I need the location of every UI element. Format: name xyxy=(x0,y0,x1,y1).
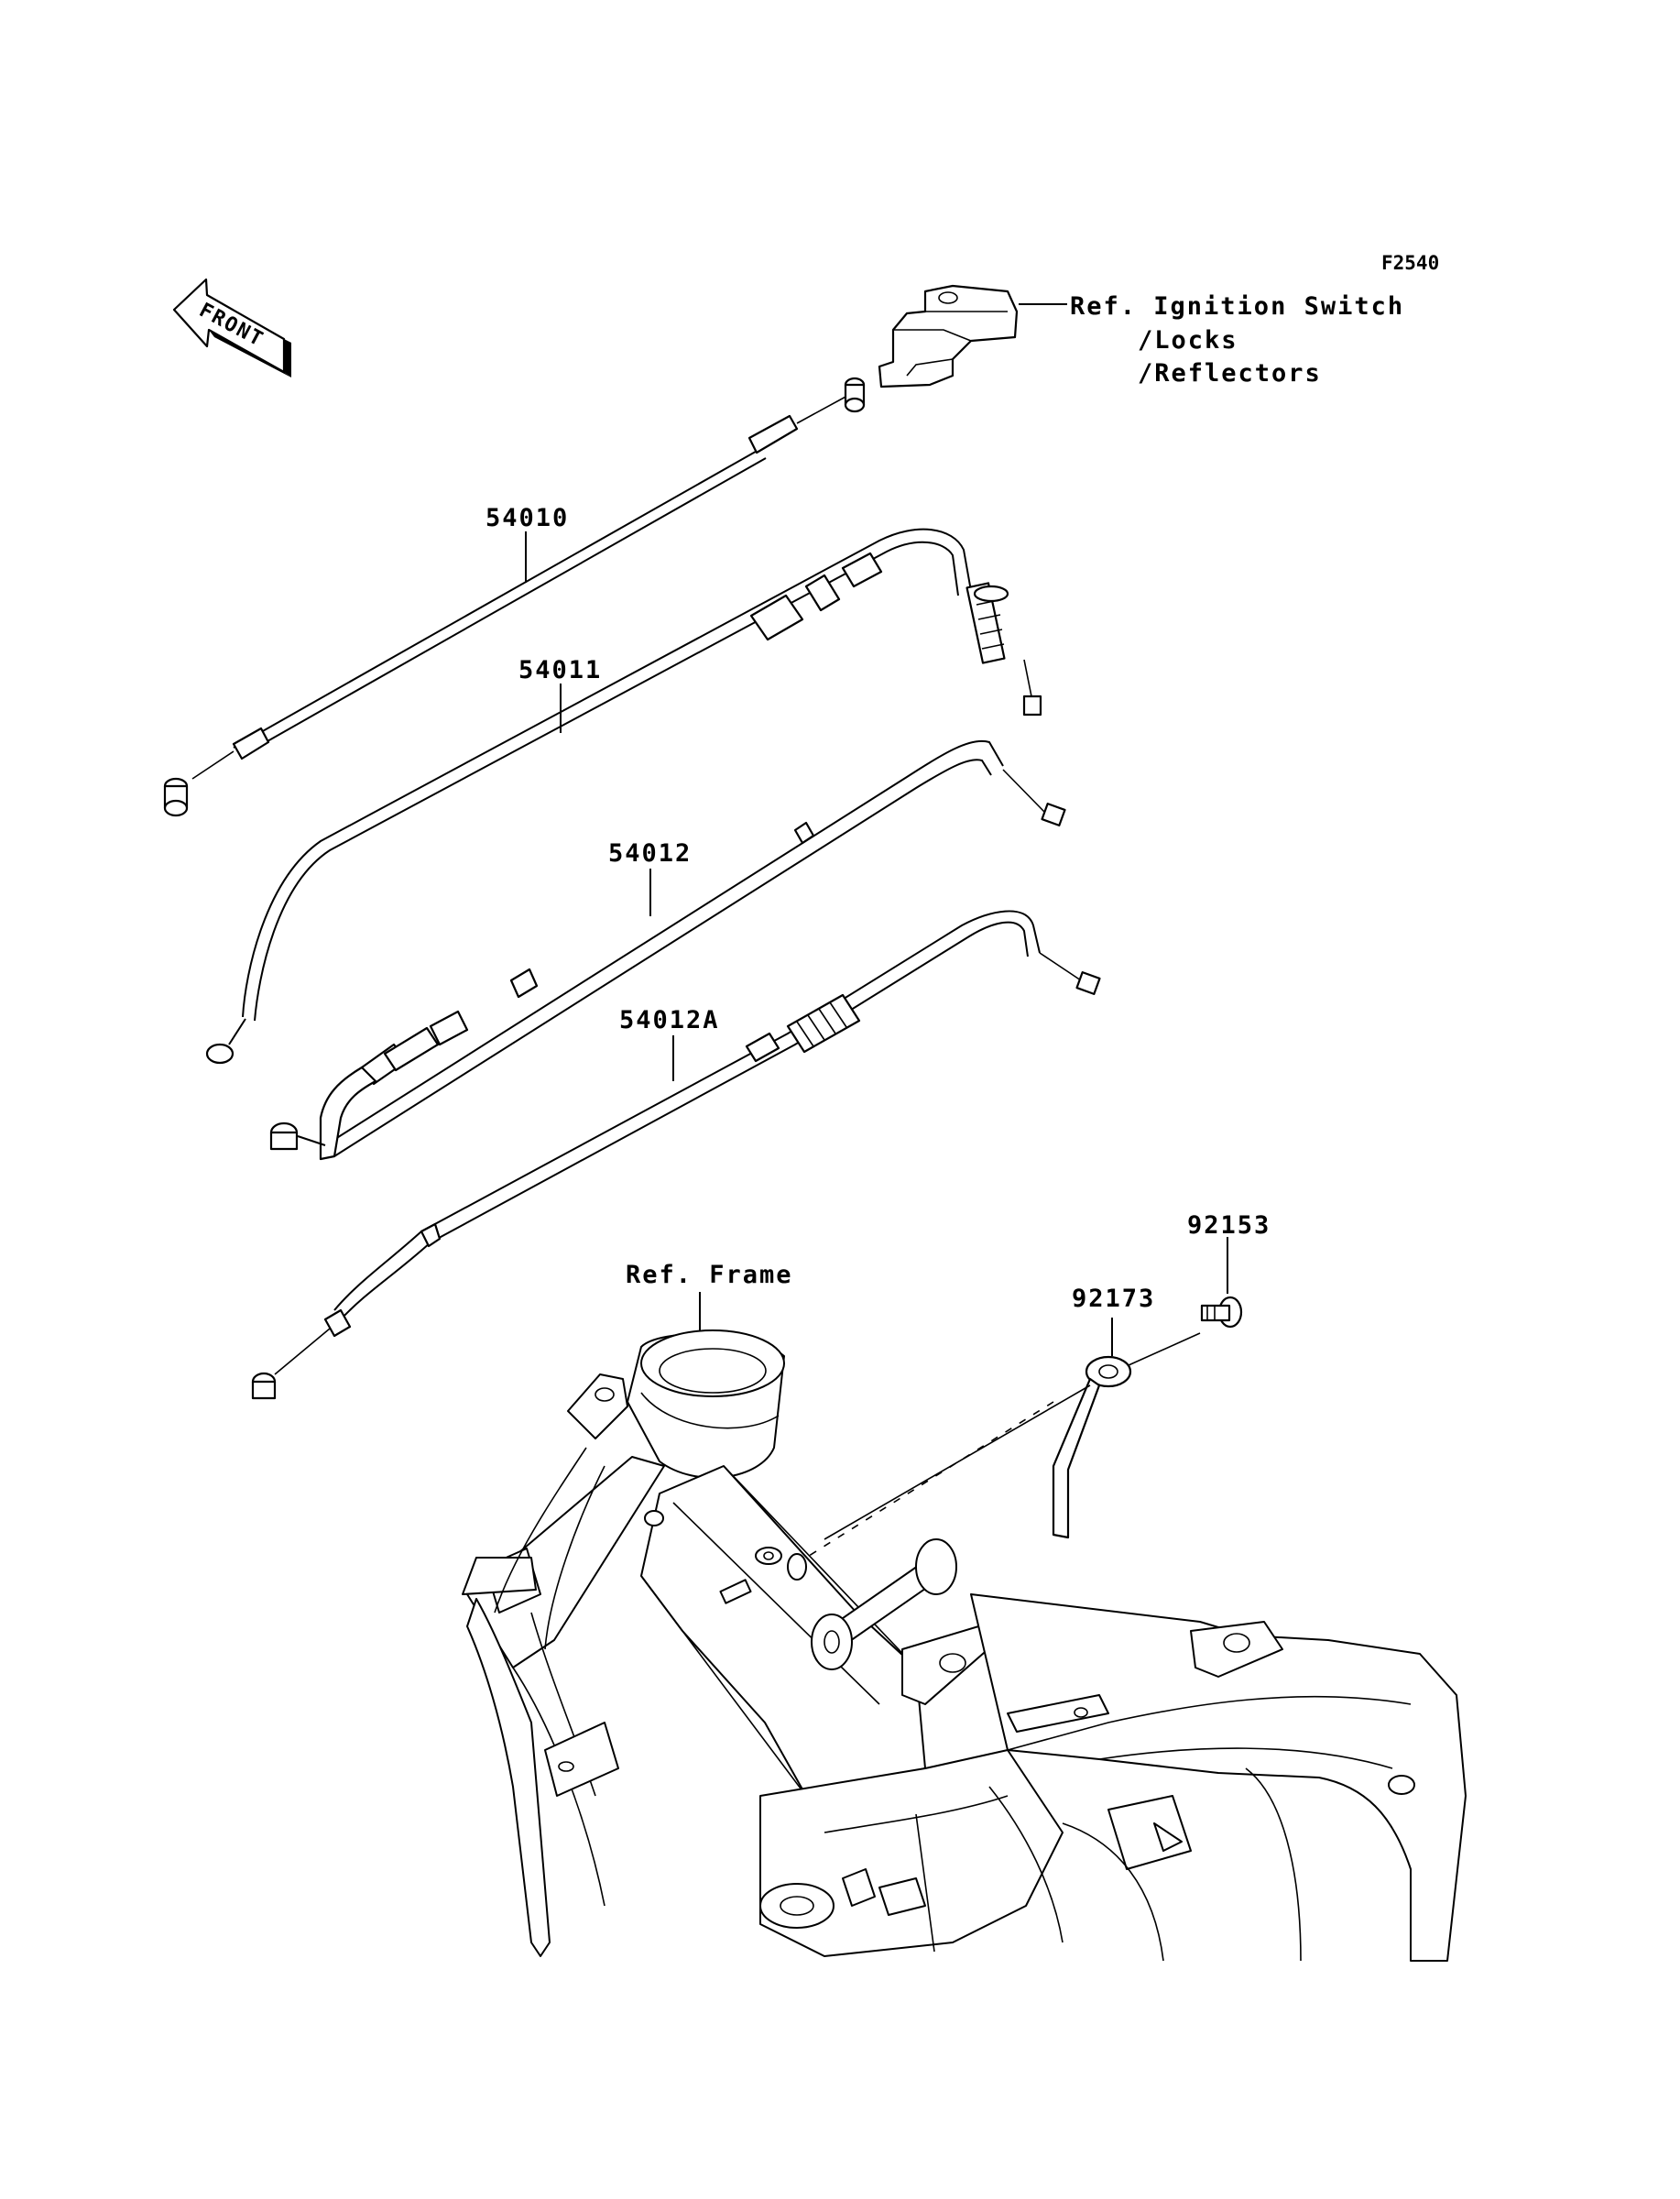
front-arrow-icon: FRONT xyxy=(172,278,291,377)
ref-ignition-line3: /Reflectors xyxy=(1138,359,1322,388)
ignition-bracket xyxy=(878,284,1067,388)
frame-illustration xyxy=(462,1329,1467,1962)
ref-frame-label: Ref. Frame xyxy=(626,1261,793,1289)
ref-ignition-line2: /Locks xyxy=(1138,326,1238,355)
part-label-54010: 54010 xyxy=(485,504,569,532)
part-label-54012: 54012 xyxy=(608,839,692,868)
part-label-92153: 92153 xyxy=(1187,1211,1271,1240)
cable-54012a xyxy=(251,910,1101,1400)
part-label-92173: 92173 xyxy=(1072,1285,1155,1313)
screw-92153 xyxy=(1200,1296,1243,1329)
cable-54011 xyxy=(205,528,1042,1065)
figure-code: F2540 xyxy=(1381,252,1439,274)
part-label-54012a: 54012A xyxy=(619,1006,720,1034)
part-label-54011: 54011 xyxy=(518,656,602,684)
cable-54010 xyxy=(163,377,866,817)
ref-ignition-line1: Ref. Ignition Switch xyxy=(1070,292,1404,321)
cable-54012 xyxy=(269,739,1066,1161)
clamp-92173 xyxy=(1052,1355,1132,1539)
